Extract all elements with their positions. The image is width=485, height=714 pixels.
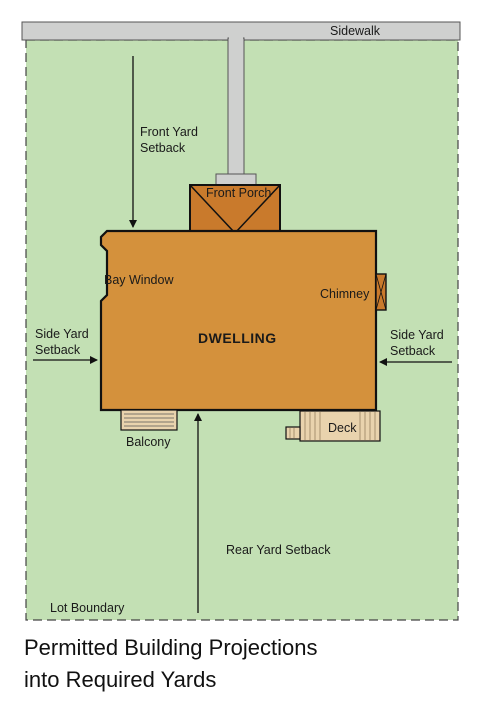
dwelling [99, 229, 378, 412]
rear-setback-label: Rear Yard Setback [226, 543, 331, 557]
walkway [227, 37, 245, 177]
deck-label: Deck [328, 421, 357, 435]
dwelling-label: DWELLING [198, 330, 277, 346]
lot-boundary-label: Lot Boundary [50, 601, 125, 615]
front-porch-label: Front Porch [206, 186, 271, 200]
caption-line2: into Required Yards [24, 667, 217, 692]
porch-step [215, 173, 257, 186]
bay-window-label: Bay Window [104, 273, 174, 287]
side-setback-right-label-line1: Side Yard [390, 328, 444, 342]
side-setback-left-label-line2: Setback [35, 343, 81, 357]
front-porch [189, 184, 281, 235]
sidewalk-label: Sidewalk [330, 24, 381, 38]
balcony-label: Balcony [126, 435, 171, 449]
side-setback-right-label-line2: Setback [390, 344, 436, 358]
chimney [375, 273, 387, 311]
walkway-mask [229, 36, 243, 42]
front-setback-label-line2: Setback [140, 141, 186, 155]
balcony [120, 409, 178, 431]
caption-line1: Permitted Building Projections [24, 635, 318, 660]
figure-caption: Permitted Building Projections into Requ… [24, 632, 464, 696]
chimney-label: Chimney [320, 287, 370, 301]
side-setback-left-label-line1: Side Yard [35, 327, 89, 341]
deck [285, 410, 381, 442]
front-setback-label-line1: Front Yard [140, 125, 198, 139]
